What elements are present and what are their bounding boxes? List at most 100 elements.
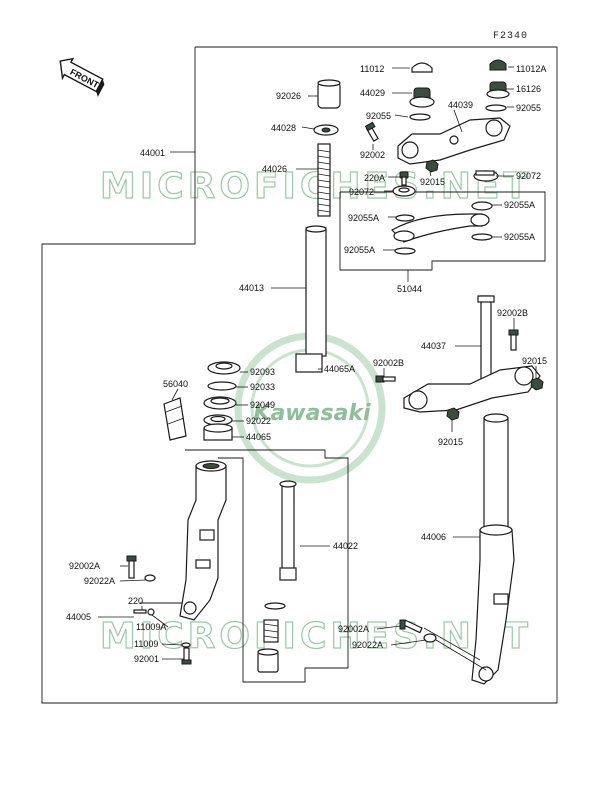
oring-92055-left	[409, 113, 431, 121]
watermark-text-bottom: MICROFICHES.NET	[100, 616, 532, 657]
label-44001: 44001	[140, 148, 165, 158]
label-44026: 44026	[262, 164, 287, 174]
ring-11009a	[147, 608, 155, 616]
washer-92022a-left	[144, 574, 156, 582]
bolt-92002a-right	[399, 619, 423, 634]
damper-cylinder-44022	[279, 480, 297, 581]
clamp-51044	[391, 213, 490, 243]
label-44065: 44065	[246, 432, 271, 442]
label-92002: 92002	[360, 150, 385, 160]
oring-92055a-4	[471, 233, 493, 241]
label-92022a-left: 92022A	[84, 576, 115, 586]
label-92015-top: 92015	[420, 177, 445, 187]
bolt-92002	[364, 121, 379, 142]
label-51044: 51044	[397, 284, 422, 294]
label-92002a-right: 92002A	[338, 624, 369, 634]
part-number-labels: 11012 11012A 92026 44029 16126 44039 920…	[66, 64, 547, 664]
label-44065a: 44065A	[324, 364, 355, 374]
label-92093: 92093	[250, 367, 275, 377]
damper-washer	[264, 602, 286, 610]
washer-92022	[203, 414, 233, 426]
bolt-92002b-right	[508, 329, 519, 351]
bolt-92072-left	[392, 185, 416, 197]
label-92022: 92022	[246, 416, 271, 426]
label-92049: 92049	[250, 400, 275, 410]
oring-92055a-1	[395, 214, 415, 222]
label-44028: 44028	[271, 123, 296, 133]
seal-92093	[207, 361, 241, 375]
nut-92015-bottom	[446, 407, 460, 421]
label-92033: 92033	[250, 382, 275, 392]
spring-seat-92026	[317, 79, 341, 109]
bolt-92001	[181, 647, 192, 665]
oil-seal-92049	[203, 396, 237, 410]
assembly-outline	[41, 46, 558, 704]
washer-92022a-right	[423, 633, 437, 643]
label-11009a: 11009A	[136, 622, 166, 632]
oring-92055a-3	[394, 247, 416, 255]
damper-spring	[263, 619, 279, 643]
gasket-11009	[181, 642, 191, 648]
label-92055a-1: 92055A	[348, 213, 379, 223]
cap-11012a	[489, 59, 507, 71]
label-92072-left: 92072	[349, 187, 374, 197]
label-11012: 11012	[360, 64, 384, 74]
washer-44028	[313, 124, 339, 136]
outer-tube-44006	[471, 413, 515, 685]
label-56040: 56040	[163, 379, 188, 389]
label-92001: 92001	[134, 654, 159, 664]
label-92002a-left: 92002A	[69, 561, 100, 571]
label-44006: 44006	[421, 532, 446, 542]
label-220a: 220A	[364, 173, 385, 183]
label-92072-right: 92072	[516, 171, 541, 181]
reflector-56040	[163, 397, 187, 441]
bushing-44065	[203, 423, 233, 441]
bolt-92072-right	[473, 170, 499, 182]
nut-44029	[409, 87, 435, 108]
label-16126: 16126	[516, 84, 541, 94]
bolt-92002a-left	[126, 555, 137, 579]
label-44005: 44005	[66, 612, 91, 622]
label-44029: 44029	[360, 88, 385, 98]
outer-tube-44005	[179, 460, 227, 621]
damper-rod-44026	[317, 143, 331, 217]
label-44037: 44037	[421, 341, 446, 351]
inner-tube-44013	[295, 225, 327, 373]
damper-base	[257, 648, 279, 673]
watermark-text-top: MICROFICHES.NET	[100, 166, 532, 207]
nut-92015-top	[425, 159, 439, 173]
label-92055a-4: 92055A	[504, 232, 535, 242]
label-44039: 44039	[448, 100, 473, 110]
oring-92055a-2	[471, 201, 493, 211]
front-direction-arrow: FRONT	[59, 57, 105, 97]
label-92002b-left: 92002B	[373, 358, 404, 368]
label-44013: 44013	[239, 283, 264, 293]
clip-92033	[207, 381, 237, 391]
label-220: 220	[128, 596, 143, 606]
upper-bracket-44039	[397, 117, 511, 165]
label-92055-right: 92055	[516, 103, 541, 113]
label-92026: 92026	[276, 91, 301, 101]
seal-text: Kawasaki	[253, 401, 371, 426]
label-92015-right: 92015	[522, 356, 547, 366]
nut-92015-right	[530, 377, 544, 391]
oring-92055-right	[485, 104, 507, 112]
label-11009: 11009	[134, 639, 158, 649]
figure-reference: F2340	[493, 31, 528, 42]
label-92055a-3: 92055A	[344, 245, 375, 255]
label-92015-bottom: 92015	[438, 437, 463, 447]
bolt-92002b-left	[375, 375, 396, 383]
steering-stem-44037	[403, 295, 541, 413]
nut-16126	[486, 81, 510, 99]
label-92055a-2: 92055A	[504, 200, 535, 210]
label-44022: 44022	[333, 541, 358, 551]
label-92022a-right: 92022A	[352, 640, 383, 650]
screw-220	[133, 609, 147, 614]
label-92055-left: 92055	[366, 111, 391, 121]
label-11012a: 11012A	[516, 64, 546, 74]
bolt-220a	[399, 171, 409, 186]
label-92002b-right: 92002B	[497, 308, 528, 318]
cap-11012	[411, 62, 433, 73]
leader-lines	[98, 66, 537, 671]
